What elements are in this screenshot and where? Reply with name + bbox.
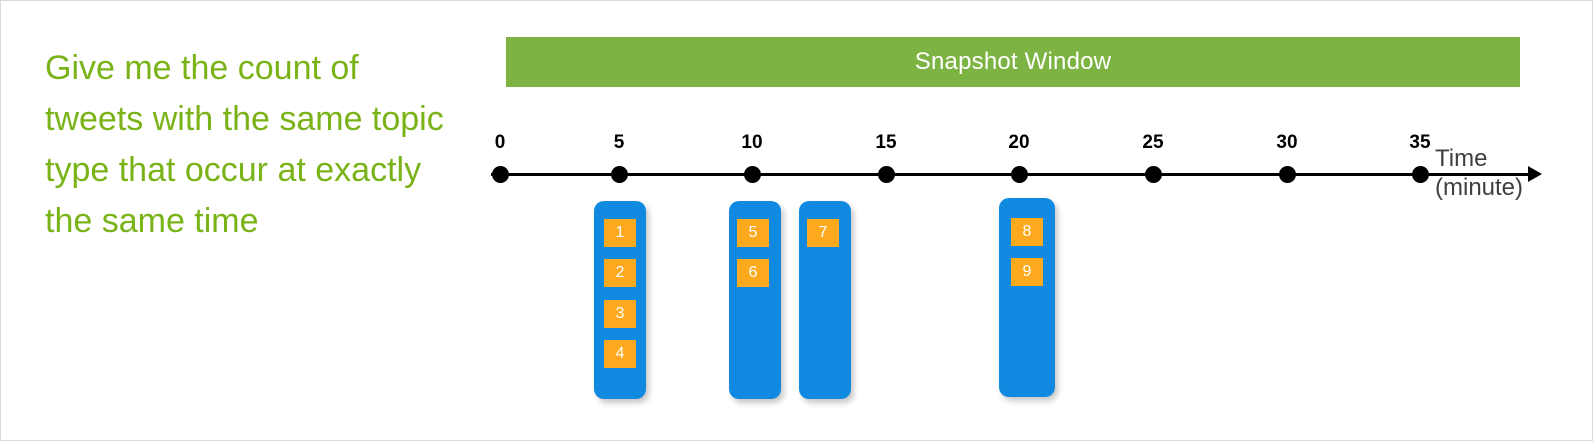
- axis-tick-label-25: 25: [1142, 132, 1164, 153]
- axis-arrow-icon: [1528, 166, 1542, 182]
- tweet-item-8[interactable]: 8: [1011, 218, 1043, 246]
- axis-tick-dot-20: [1011, 166, 1028, 183]
- axis-tick-label-30: 30: [1276, 132, 1298, 153]
- tweet-item-4[interactable]: 4: [604, 340, 636, 368]
- axis-tick-dot-30: [1279, 166, 1296, 183]
- caption-text: Give me the count of tweets with the sam…: [45, 49, 454, 240]
- axis-tick-dot-15: [878, 166, 895, 183]
- axis-tick-label-35: 35: [1409, 132, 1431, 153]
- tweet-item-1[interactable]: 1: [604, 219, 636, 247]
- group-at-10-b[interactable]: 7: [799, 201, 851, 399]
- tweet-item-6[interactable]: 6: [737, 259, 769, 287]
- axis-tick-dot-25: [1145, 166, 1162, 183]
- tweet-item-5[interactable]: 5: [737, 219, 769, 247]
- axis-tick-dot-35: [1412, 166, 1429, 183]
- tweet-item-2[interactable]: 2: [604, 259, 636, 287]
- axis-tick-label-0: 0: [494, 132, 506, 153]
- axis-tick-label-5: 5: [613, 132, 625, 153]
- group-at-5[interactable]: 1 2 3 4: [594, 201, 646, 399]
- axis-title-time: Time: [1435, 145, 1488, 172]
- axis-tick-dot-0: [492, 166, 509, 183]
- axis-tick-label-10: 10: [741, 132, 763, 153]
- snapshot-window-label: Snapshot Window: [914, 48, 1112, 75]
- axis-title-unit: (minute): [1435, 174, 1524, 201]
- axis-tick-label-20: 20: [1008, 132, 1030, 153]
- axis-tick-dot-5: [611, 166, 628, 183]
- snapshot-window-banner: Snapshot Window: [506, 37, 1520, 87]
- tweet-item-9[interactable]: 9: [1011, 258, 1043, 286]
- axis-title: Time (minute): [1435, 144, 1523, 202]
- axis-tick-label-15: 15: [875, 132, 897, 153]
- axis-tick-dot-10: [744, 166, 761, 183]
- tweet-item-7[interactable]: 7: [807, 219, 839, 247]
- tweet-item-3[interactable]: 3: [604, 300, 636, 328]
